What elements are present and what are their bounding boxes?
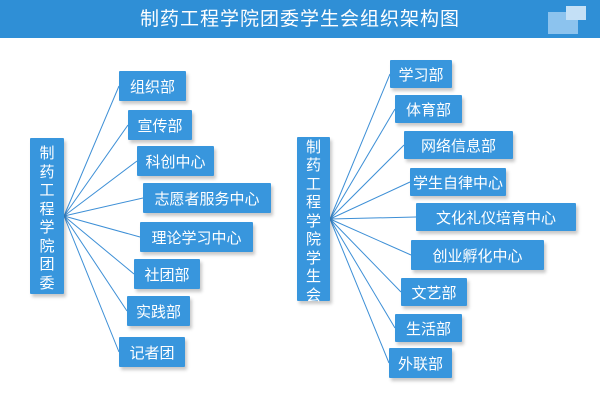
- right-connector-line: [329, 216, 417, 220]
- left-connector-line: [63, 215, 128, 312]
- left-child-node: 社团部: [134, 259, 200, 289]
- root-char: 会: [305, 285, 321, 304]
- root-char: 团: [39, 255, 55, 273]
- right-child-node: 学生自律中心: [410, 168, 506, 196]
- root-char: 制: [39, 144, 55, 162]
- root-char: 学: [39, 218, 55, 236]
- left-child-node: 实践部: [127, 296, 190, 326]
- left-connector-line: [63, 197, 144, 217]
- right-child-node: 文化礼仪培育中心: [416, 203, 576, 231]
- root-char: 院: [39, 236, 55, 255]
- title-bar: 制药工程学院团委学生会组织架构图: [0, 0, 600, 38]
- left-connector-line: [63, 215, 120, 353]
- right-connector-line: [329, 73, 391, 220]
- left-connector-line: [63, 215, 141, 238]
- root-char: 生: [305, 267, 321, 286]
- root-char: 药: [39, 162, 55, 181]
- left-connector-line: [63, 160, 138, 217]
- right-child-node: 文艺部: [401, 278, 467, 306]
- root-char: 程: [305, 193, 321, 212]
- right-child-node: 外联部: [389, 348, 452, 378]
- root-char: 工: [39, 181, 55, 199]
- right-child-node: 网络信息部: [404, 131, 513, 159]
- right-child-node: 学习部: [390, 60, 452, 88]
- page-title: 制药工程学院团委学生会组织架构图: [139, 8, 460, 30]
- right-connector-line: [329, 144, 405, 220]
- root-char: 学: [305, 211, 321, 230]
- right-connector-line: [329, 218, 412, 256]
- left-connector-line: [63, 124, 129, 217]
- left-child-node: 组织部: [119, 71, 186, 101]
- left-child-node: 理论学习中心: [140, 222, 253, 252]
- left-connector-line: [63, 85, 120, 217]
- left-child-node: 宣传部: [128, 110, 192, 140]
- right-connector-line: [329, 218, 396, 329]
- header-decoration-square-small: [566, 6, 586, 20]
- right-connector-line: [329, 218, 402, 293]
- left-child-node: 科创中心: [137, 146, 214, 176]
- left-child-node: 志愿者服务中心: [143, 183, 271, 213]
- right-connector-line: [329, 108, 396, 220]
- root-char: 工: [305, 174, 321, 193]
- root-char: 制: [305, 137, 321, 156]
- root-char: 院: [305, 230, 321, 249]
- root-char: 程: [39, 199, 55, 218]
- right-child-node: 生活部: [395, 314, 462, 342]
- left-child-node: 记者团: [119, 337, 185, 367]
- right-connector-line: [329, 218, 390, 364]
- root-char: 委: [39, 273, 55, 292]
- root-char: 药: [305, 156, 321, 175]
- left-root-node: 制药工程学院团委: [30, 138, 64, 294]
- root-char: 学: [305, 248, 321, 267]
- right-connector-line: [329, 181, 411, 220]
- right-child-node: 创业孵化中心: [411, 240, 544, 270]
- left-connector-line: [63, 215, 135, 275]
- right-root-node: 制药工程学院学生会: [297, 137, 330, 304]
- right-child-node: 体育部: [395, 95, 462, 123]
